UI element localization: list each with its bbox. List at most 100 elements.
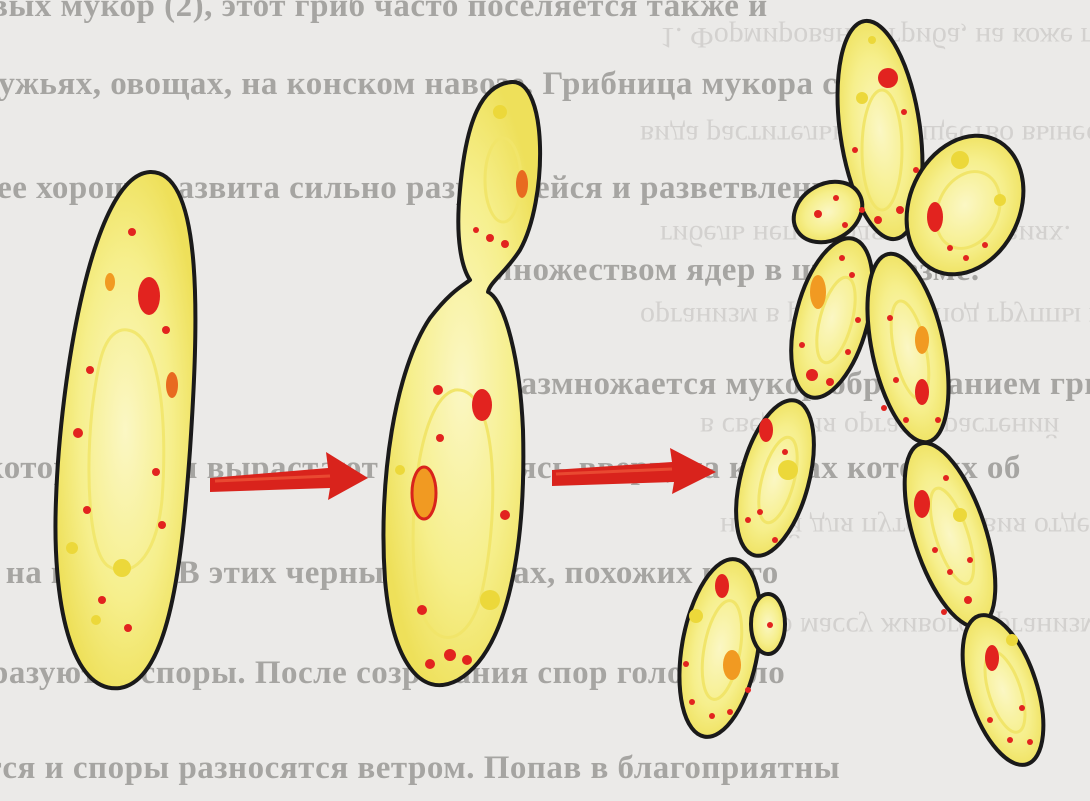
granule [941,609,947,615]
granule [105,273,115,291]
granule [887,315,893,321]
granule [745,687,751,693]
granule [86,366,94,374]
nucleus [985,645,999,671]
granule [772,537,778,543]
granule [162,326,170,334]
granule [833,195,839,201]
granule [152,468,160,476]
granule [1019,705,1025,711]
granule [709,713,715,719]
cell-body [947,605,1060,774]
stage-budding-cell [383,82,540,685]
granule [1007,737,1013,743]
granule [987,717,993,723]
arrow-right-icon [210,452,368,500]
granule [473,227,479,233]
granule [799,342,805,348]
nucleus [914,490,930,518]
granule [433,385,443,395]
nucleus [472,389,492,421]
granule [745,517,751,523]
granule [436,434,444,442]
granule [947,245,953,251]
granule [124,624,132,632]
granule [951,151,969,169]
granule [943,475,949,481]
nucleus [715,574,729,598]
granule [967,557,973,563]
granule [727,709,733,715]
granule [486,234,494,242]
granule [856,92,868,104]
granule [782,449,788,455]
granule [849,272,855,278]
granule [723,650,741,680]
granule [395,465,405,475]
granule [947,569,953,575]
granule [982,242,988,248]
granule [855,317,861,323]
granule [1027,739,1033,745]
granule [113,559,131,577]
granule [852,147,858,153]
granule [689,609,703,623]
granule [444,649,456,661]
granule [91,615,101,625]
nucleus [138,277,160,315]
granule [417,605,427,615]
cell-body [383,82,540,685]
stage-budding-chain [667,16,1059,775]
granule [842,222,848,228]
granule [881,405,887,411]
granule [516,170,528,198]
nucleus [915,379,929,405]
granule [462,655,472,665]
granule [913,167,919,173]
granule [859,207,865,213]
granule [964,596,972,604]
granule [158,521,166,529]
granule [868,36,876,44]
granule [845,349,851,355]
granule [963,255,969,261]
granule [480,590,500,610]
granule [757,509,763,515]
granule [826,378,834,386]
nucleus [759,418,773,442]
granule [893,377,899,383]
granule [1006,634,1018,646]
granule [98,596,106,604]
granule [814,210,822,218]
granule [425,659,435,669]
granule [935,417,941,423]
granule [128,228,136,236]
granule [903,417,909,423]
granule [915,326,929,354]
granule [896,206,904,214]
granule [767,622,773,628]
stage-single-cell [55,172,195,688]
granule [412,467,436,519]
granule [839,255,845,261]
granule [874,216,882,224]
granule [66,542,78,554]
granule [953,508,967,522]
granule [778,460,798,480]
granule [932,547,938,553]
granule [501,240,509,248]
cell-body [886,433,1014,638]
granule [166,372,178,398]
granule [806,369,818,381]
granule [810,275,826,309]
granule [683,661,689,667]
granule [994,194,1006,206]
granule [83,506,91,514]
granule [73,428,83,438]
granule [500,510,510,520]
nucleus [878,68,898,88]
granule [689,699,695,705]
nucleus [927,202,943,232]
